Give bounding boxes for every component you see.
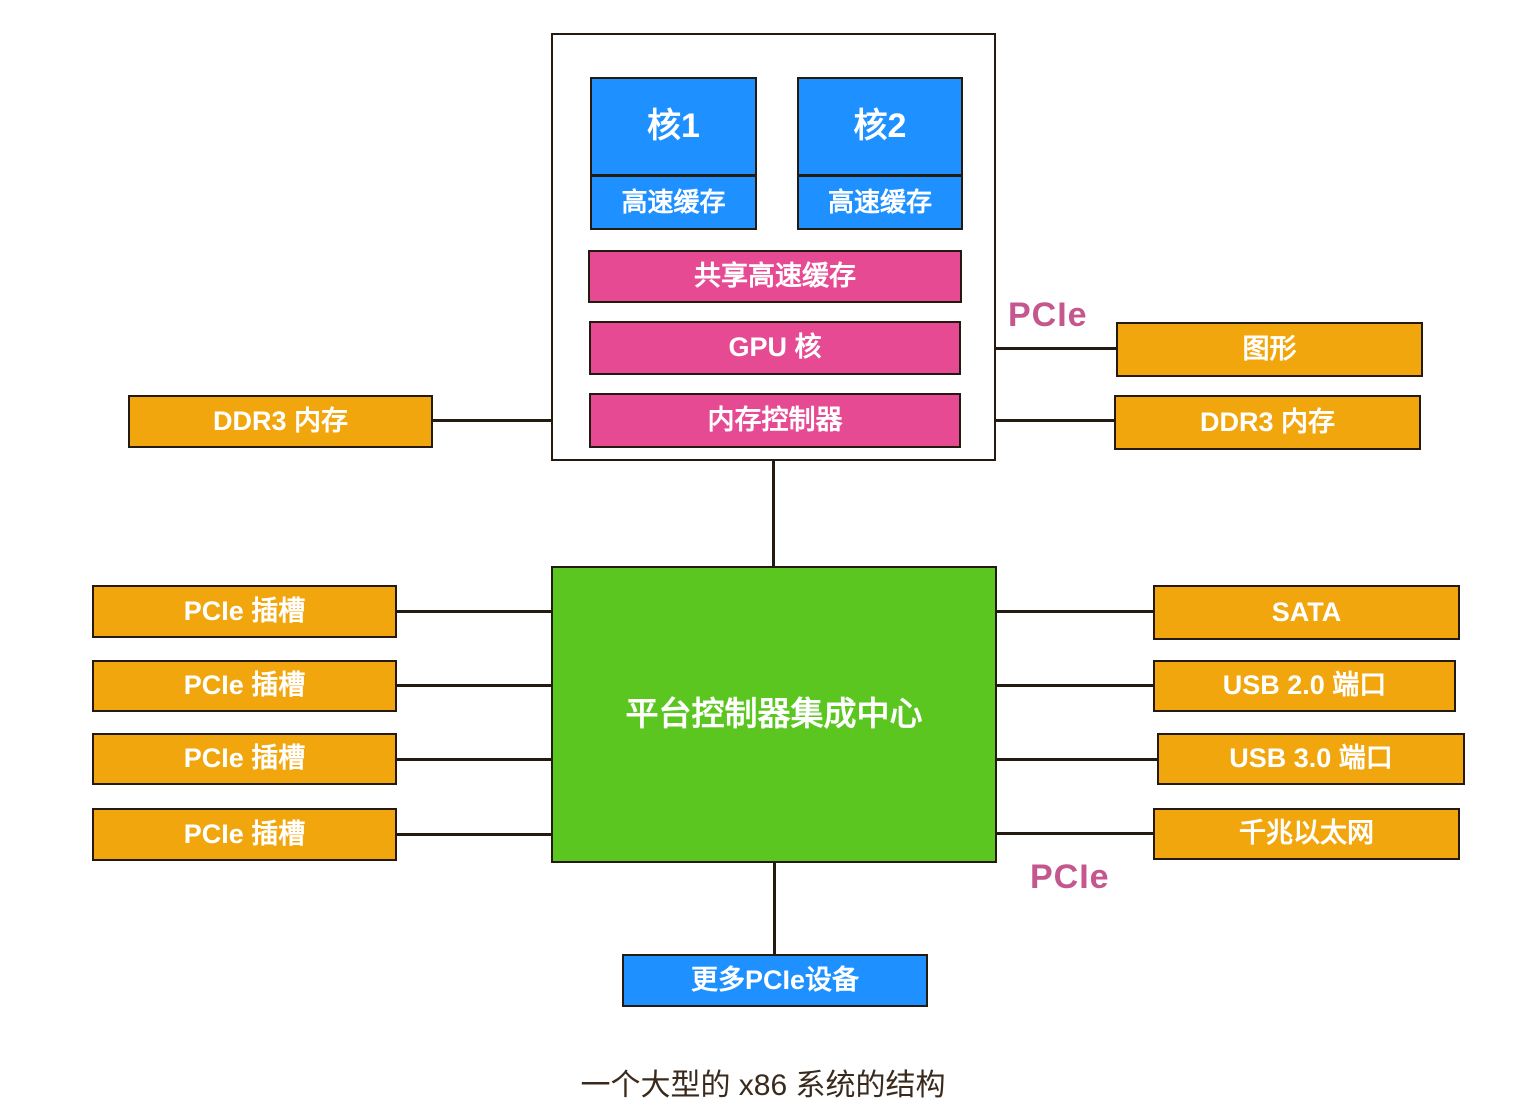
core1-cache-label: 高速缓存	[621, 187, 726, 218]
core1-box: 核1 高速缓存	[590, 77, 757, 230]
usb3-box: USB 3.0 端口	[1157, 733, 1465, 785]
core2-box: 核2 高速缓存	[797, 77, 963, 230]
sata-box: SATA	[1153, 585, 1460, 640]
pcie-slot-box-4: PCIe 插槽	[92, 808, 397, 861]
connector-hub-to-pcieslot-1	[397, 610, 551, 613]
more-pcie-box: 更多PCIe设备	[622, 954, 928, 1007]
graphics-box: 图形	[1116, 322, 1423, 377]
connector-hub-to-sata	[997, 610, 1153, 613]
core2-divider	[799, 174, 961, 177]
connector-hub-to-pcieslot-3	[397, 758, 551, 761]
usb2-box: USB 2.0 端口	[1153, 660, 1456, 712]
pcie-slot-box-3: PCIe 插槽	[92, 733, 397, 785]
connector-ddr3-left-to-memctrl	[433, 419, 589, 422]
core2-label: 核2	[853, 106, 907, 145]
connector-cpu-to-hub	[772, 461, 775, 566]
ethernet-box: 千兆以太网	[1153, 808, 1460, 860]
connector-hub-to-pcieslot-4	[397, 833, 551, 836]
ddr3-left-box: DDR3 内存	[128, 395, 433, 448]
connector-hub-to-pcieslot-2	[397, 684, 551, 687]
shared-cache-box: 共享高速缓存	[588, 250, 962, 303]
diagram-caption: 一个大型的 x86 系统的结构	[580, 1069, 946, 1102]
pcie-slot-box-1: PCIe 插槽	[92, 585, 397, 638]
connector-hub-to-usb2	[997, 684, 1153, 687]
memory-controller-box: 内存控制器	[589, 393, 961, 448]
connector-gpu-to-graphics	[961, 347, 1116, 350]
pcie-label-top: PCIe	[1008, 296, 1088, 334]
core1-label: 核1	[647, 106, 700, 145]
core2-cache-label: 高速缓存	[827, 187, 932, 218]
gpu-core-box: GPU 核	[589, 321, 961, 375]
connector-hub-to-more-pcie	[773, 863, 776, 954]
connector-hub-to-usb3	[997, 758, 1157, 761]
core1-divider	[592, 174, 755, 177]
ddr3-right-box: DDR3 内存	[1114, 395, 1421, 450]
connector-memctrl-to-ddr3-right	[961, 419, 1114, 422]
platform-hub-box: 平台控制器集成中心	[551, 566, 997, 863]
pcie-slot-box-2: PCIe 插槽	[92, 660, 397, 712]
connector-hub-to-ethernet	[997, 832, 1153, 835]
pcie-label-bottom: PCIe	[1030, 858, 1110, 896]
